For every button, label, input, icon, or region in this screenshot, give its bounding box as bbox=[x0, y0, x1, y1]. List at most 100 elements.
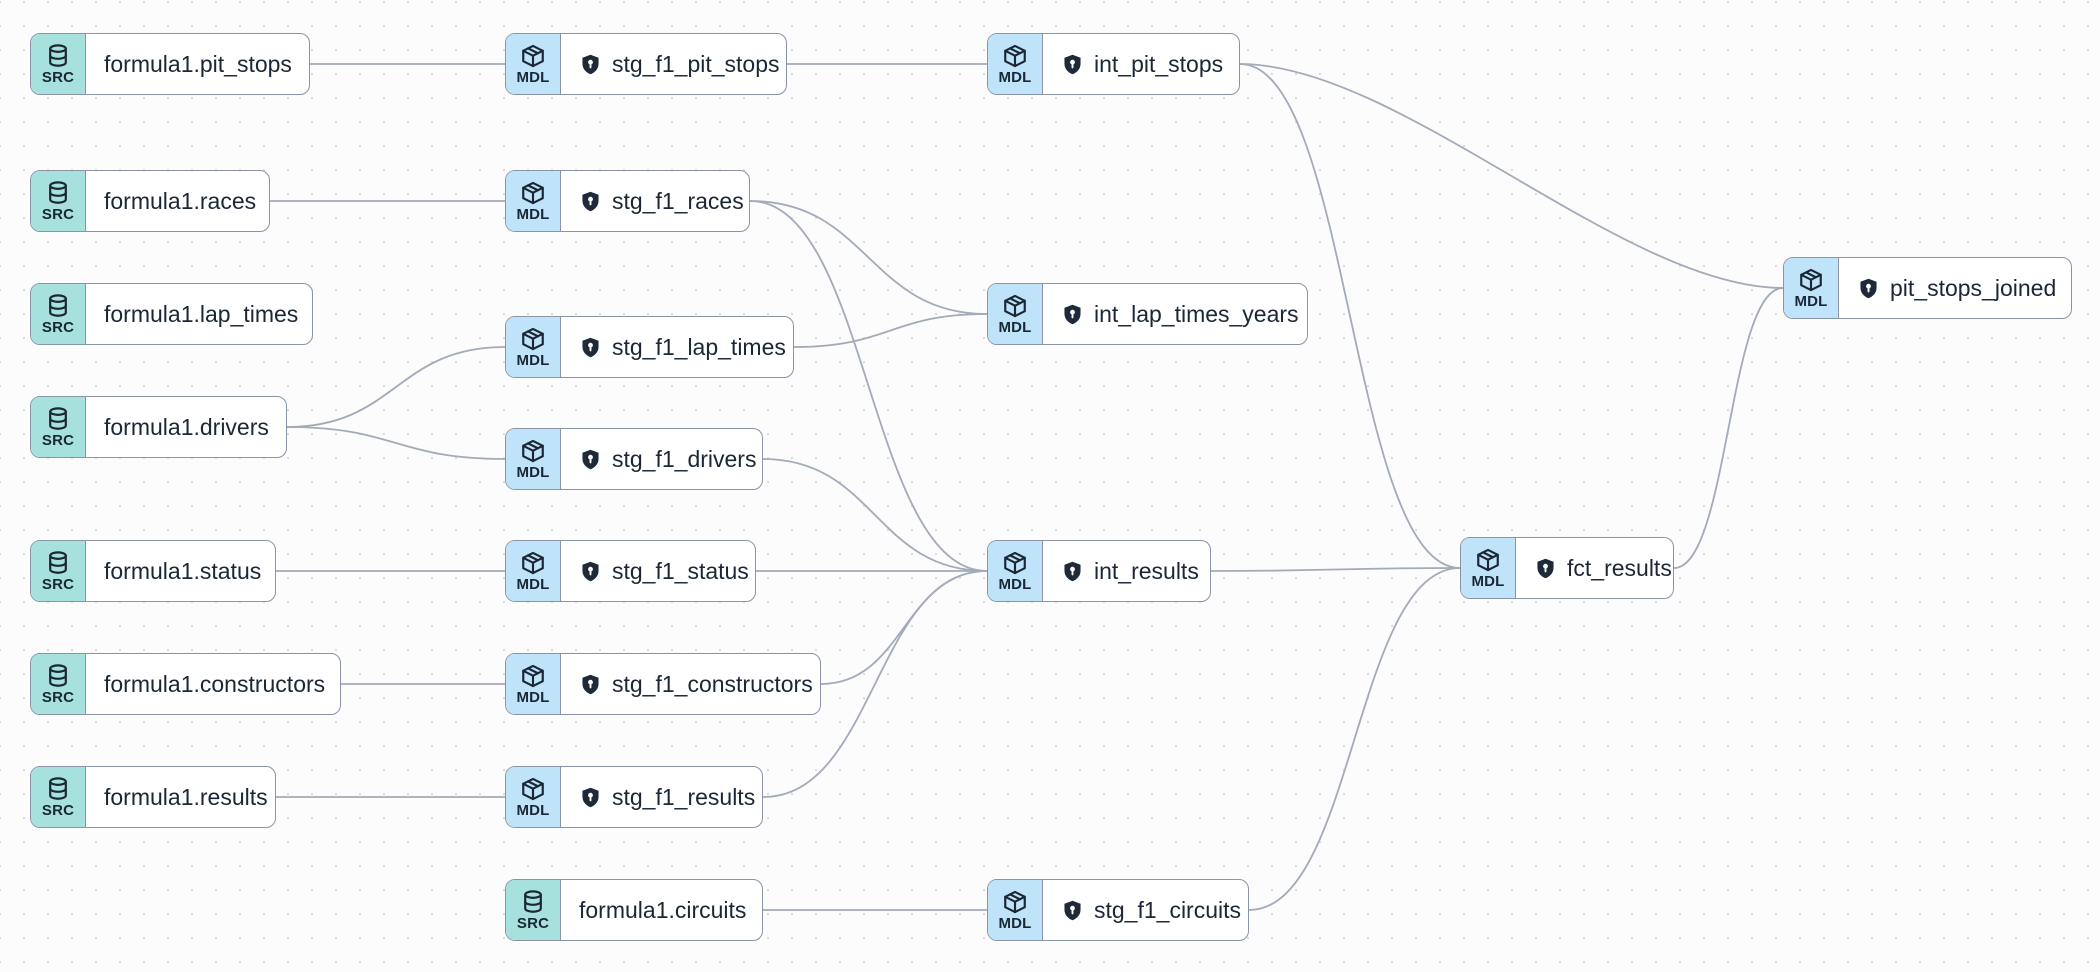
shield-lock-icon bbox=[582, 191, 599, 211]
node-label-text: stg_f1_constructors bbox=[612, 670, 813, 697]
node-formula1-races[interactable]: SRC formula1.races bbox=[30, 170, 270, 232]
shield-lock-icon bbox=[582, 54, 599, 74]
source-badge: SRC bbox=[31, 397, 86, 457]
badge-label: MDL bbox=[516, 206, 550, 223]
database-icon bbox=[49, 551, 67, 574]
node-label-text: stg_f1_circuits bbox=[1094, 896, 1242, 923]
cube-icon bbox=[522, 664, 544, 688]
node-label: formula1.results bbox=[86, 767, 286, 827]
node-stg-f1-circuits[interactable]: MDL stg_f1_circuits bbox=[987, 879, 1249, 941]
badge-label: MDL bbox=[516, 802, 550, 819]
badge-label: SRC bbox=[41, 319, 75, 336]
source-badge: SRC bbox=[31, 541, 86, 601]
cube-icon bbox=[522, 44, 544, 68]
badge-label: MDL bbox=[998, 319, 1032, 336]
model-badge: MDL bbox=[506, 654, 561, 714]
model-badge: MDL bbox=[506, 34, 561, 94]
badge-label: SRC bbox=[41, 689, 75, 706]
badge-label: MDL bbox=[998, 69, 1032, 86]
edge-formula1-drivers-to-stg-f1-drivers bbox=[286, 426, 506, 460]
node-stg-f1-races[interactable]: MDL stg_f1_races bbox=[505, 170, 750, 232]
node-label: stg_f1_constructors bbox=[561, 654, 831, 714]
model-badge: MDL bbox=[988, 541, 1043, 601]
node-label: fct_results bbox=[1516, 538, 1690, 598]
node-label-text: formula1.races bbox=[104, 187, 257, 214]
cube-icon bbox=[1004, 551, 1026, 575]
badge-label: MDL bbox=[516, 689, 550, 706]
badge-label: SRC bbox=[41, 69, 75, 86]
badge-label: MDL bbox=[516, 464, 550, 481]
source-badge: SRC bbox=[31, 284, 86, 344]
model-badge: MDL bbox=[988, 880, 1043, 940]
cube-icon bbox=[522, 439, 544, 463]
node-formula1-pit-stops[interactable]: SRC formula1.pit_stops bbox=[30, 33, 310, 95]
node-label-text: int_pit_stops bbox=[1094, 50, 1224, 77]
node-label-text: formula1.results bbox=[104, 783, 268, 810]
model-badge: MDL bbox=[506, 429, 561, 489]
node-label: stg_f1_drivers bbox=[561, 429, 774, 489]
node-formula1-constructors[interactable]: SRC formula1.constructors bbox=[30, 653, 341, 715]
node-label: formula1.races bbox=[86, 171, 274, 231]
cube-icon bbox=[1004, 890, 1026, 914]
badge-label: SRC bbox=[516, 915, 550, 932]
node-label: stg_f1_pit_stops bbox=[561, 34, 798, 94]
node-label-text: formula1.drivers bbox=[104, 413, 269, 440]
node-label: stg_f1_circuits bbox=[1043, 880, 1259, 940]
model-badge: MDL bbox=[506, 541, 561, 601]
model-badge: MDL bbox=[1461, 538, 1516, 598]
shield-lock-icon bbox=[582, 561, 599, 581]
node-label-text: stg_f1_races bbox=[612, 187, 744, 214]
edge-stg-f1-lap-times-to-int-lap-times-years bbox=[793, 313, 988, 348]
cube-icon bbox=[522, 777, 544, 801]
edge-int-pit-stops-to-fct-results bbox=[1239, 63, 1461, 569]
node-label-text: pit_stops_joined bbox=[1890, 274, 2057, 301]
database-icon bbox=[49, 44, 67, 67]
node-formula1-circuits[interactable]: SRC formula1.circuits bbox=[505, 879, 763, 941]
edge-int-pit-stops-to-pit-stops-joined bbox=[1239, 63, 1784, 289]
database-icon bbox=[49, 181, 67, 204]
node-label: formula1.pit_stops bbox=[86, 34, 310, 94]
badge-label: SRC bbox=[41, 576, 75, 593]
node-int-results[interactable]: MDL int_results bbox=[987, 540, 1211, 602]
badge-label: MDL bbox=[1471, 573, 1505, 590]
node-label: stg_f1_lap_times bbox=[561, 317, 804, 377]
cube-icon bbox=[1477, 548, 1499, 572]
shield-lock-icon bbox=[582, 337, 599, 357]
node-label-text: int_lap_times_years bbox=[1094, 300, 1299, 327]
node-label-text: stg_f1_pit_stops bbox=[612, 50, 780, 77]
model-badge: MDL bbox=[506, 767, 561, 827]
node-label-text: stg_f1_drivers bbox=[612, 445, 757, 472]
node-stg-f1-pit-stops[interactable]: MDL stg_f1_pit_stops bbox=[505, 33, 787, 95]
node-label-text: formula1.constructors bbox=[104, 670, 326, 697]
node-label: pit_stops_joined bbox=[1839, 258, 2074, 318]
model-badge: MDL bbox=[988, 284, 1043, 344]
badge-label: MDL bbox=[516, 69, 550, 86]
source-badge: SRC bbox=[31, 654, 86, 714]
edge-stg-f1-races-to-int-lap-times-years bbox=[749, 200, 988, 315]
node-formula1-drivers[interactable]: SRC formula1.drivers bbox=[30, 396, 287, 458]
edge-formula1-drivers-to-stg-f1-lap-times bbox=[286, 346, 506, 428]
node-label: stg_f1_status bbox=[561, 541, 767, 601]
edge-stg-f1-constructors-to-int-results bbox=[820, 570, 988, 685]
node-label: int_pit_stops bbox=[1043, 34, 1241, 94]
node-label-text: int_results bbox=[1094, 557, 1199, 584]
source-badge: SRC bbox=[506, 880, 561, 940]
node-int-pit-stops[interactable]: MDL int_pit_stops bbox=[987, 33, 1240, 95]
shield-lock-icon bbox=[1064, 900, 1081, 920]
node-int-lap-times-years[interactable]: MDL int_lap_times_years bbox=[987, 283, 1308, 345]
node-stg-f1-drivers[interactable]: MDL stg_f1_drivers bbox=[505, 428, 763, 490]
shield-lock-icon bbox=[582, 674, 599, 694]
shield-lock-icon bbox=[582, 787, 599, 807]
node-stg-f1-constructors[interactable]: MDL stg_f1_constructors bbox=[505, 653, 821, 715]
node-label: formula1.circuits bbox=[561, 880, 764, 940]
source-badge: SRC bbox=[31, 171, 86, 231]
